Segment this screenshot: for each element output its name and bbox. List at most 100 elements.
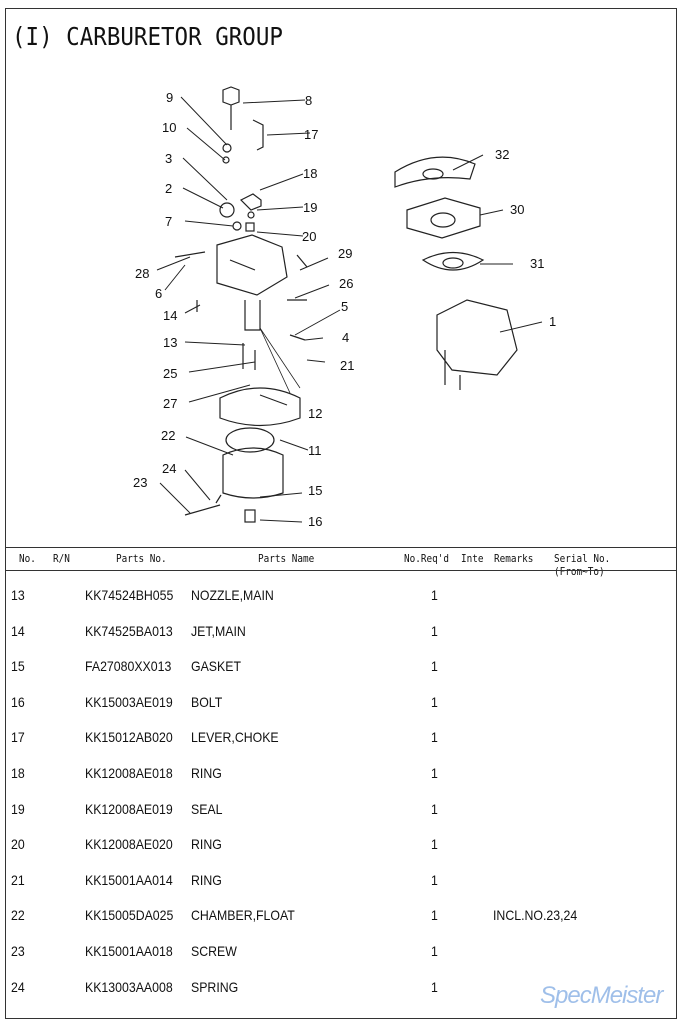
callout-number: 24 — [162, 461, 176, 476]
callout-leaders — [156, 96, 543, 523]
callout-number: 8 — [305, 93, 312, 108]
quantity: 1 — [431, 658, 438, 675]
table-row: 15 FA27080XX013 GASKET 1 — [5, 652, 677, 682]
callout-number: 23 — [133, 475, 147, 490]
callout-number: 2 — [165, 181, 172, 196]
quantity: 1 — [431, 622, 438, 639]
callout-number: 22 — [161, 428, 175, 443]
callout-number: 14 — [163, 308, 177, 323]
callout-number: 32 — [495, 147, 509, 162]
part-number: KK12008AE018 — [85, 765, 173, 781]
callout-numbers: 9 8 10 17 3 18 2 19 7 20 29 28 6 26 14 5… — [133, 90, 556, 529]
part-number: KK15012AB020 — [85, 729, 173, 746]
callout-number: 18 — [303, 166, 317, 181]
table-row: 18 KK12008AE018 RING 1 — [5, 759, 677, 789]
part-number: KK12008AE019 — [85, 800, 173, 817]
part-number: KK15001AA018 — [85, 943, 173, 959]
quantity: 1 — [431, 729, 438, 746]
callout-number: 3 — [165, 151, 172, 166]
quantity: 1 — [431, 800, 438, 817]
part-name: SPRING — [191, 978, 239, 995]
callout-number: 12 — [308, 406, 322, 421]
callout-number: 13 — [163, 335, 177, 350]
part-name: JET,MAIN — [191, 622, 246, 639]
table-row: 14 KK74525BA013 JET,MAIN 1 — [5, 617, 677, 647]
part-number: FA27080XX013 — [85, 658, 172, 675]
part-number-index: 23 — [11, 943, 25, 959]
callout-number: 16 — [308, 514, 322, 529]
header-serial: Serial No.(From~To) — [554, 552, 611, 578]
callout-number: 21 — [340, 358, 354, 373]
table-row: 19 KK12008AE019 SEAL 1 — [5, 795, 677, 825]
callout-number: 17 — [304, 127, 318, 142]
quantity: 1 — [431, 871, 438, 888]
part-number: KK13003AA008 — [85, 978, 173, 995]
part-name: RING — [191, 765, 222, 781]
part-number: KK15001AA014 — [85, 871, 173, 888]
page-title: (I) CARBURETOR GROUP — [12, 22, 283, 51]
part-number: KK12008AE020 — [85, 836, 173, 853]
remarks: INCL.NO.23,24 — [493, 907, 578, 924]
quantity: 1 — [431, 943, 438, 959]
part-name: GASKET — [191, 658, 241, 675]
table-row: 21 KK15001AA014 RING 1 — [5, 866, 677, 896]
part-number-index: 20 — [11, 836, 25, 853]
part-number-index: 21 — [11, 871, 25, 888]
header-inte: Inte — [461, 552, 484, 565]
callout-number: 6 — [155, 286, 162, 301]
part-number-index: 22 — [11, 907, 25, 924]
part-number: KK74524BH055 — [85, 587, 174, 603]
callout-number: 10 — [162, 120, 176, 135]
callout-number: 30 — [510, 202, 524, 217]
watermark-logo: SpecMeister — [540, 982, 663, 1009]
part-name: BOLT — [191, 693, 223, 710]
part-name: NOZZLE,MAIN — [191, 587, 274, 603]
callout-number: 9 — [166, 90, 173, 105]
part-number-index: 17 — [11, 729, 25, 746]
callout-number: 4 — [342, 330, 349, 345]
quantity: 1 — [431, 765, 438, 781]
part-number-index: 15 — [11, 658, 25, 675]
header-parts-no: Parts No. — [116, 552, 167, 565]
callout-number: 7 — [165, 214, 172, 229]
header-no: No. — [19, 552, 36, 565]
part-name: RING — [191, 871, 222, 888]
callout-number: 28 — [135, 266, 149, 281]
callout-number: 19 — [303, 200, 317, 215]
part-name: SCREW — [191, 943, 237, 959]
callout-number: 15 — [308, 483, 322, 498]
carburetor-exploded-drawing — [174, 86, 518, 523]
table-header: No. R/N Parts No. Parts Name No.Req'd In… — [5, 548, 677, 578]
quantity: 1 — [431, 978, 438, 995]
part-number-index: 24 — [11, 978, 25, 995]
header-qty: No.Req'd — [404, 552, 450, 565]
quantity: 1 — [431, 907, 438, 924]
callout-number: 11 — [308, 443, 322, 458]
part-number-index: 18 — [11, 765, 25, 781]
page-frame — [5, 8, 677, 1019]
header-rn: R/N — [53, 552, 70, 565]
exploded-parts-diagram: 9 8 10 17 3 18 2 19 7 20 29 28 6 26 14 5… — [133, 86, 556, 529]
callout-number: 25 — [163, 366, 177, 381]
part-number-index: 14 — [11, 622, 25, 639]
divider — [5, 570, 677, 571]
header-remarks: Remarks — [494, 552, 534, 565]
callout-number: 5 — [341, 299, 348, 314]
part-name: RING — [191, 836, 222, 853]
quantity: 1 — [431, 587, 438, 603]
part-name: CHAMBER,FLOAT — [191, 907, 295, 924]
part-number-index: 19 — [11, 800, 25, 817]
part-number: KK74525BA013 — [85, 622, 173, 639]
part-number-index: 16 — [11, 693, 25, 710]
callout-number: 31 — [530, 256, 544, 271]
callout-number: 29 — [338, 246, 352, 261]
part-number-index: 13 — [11, 587, 25, 603]
callout-number: 27 — [163, 396, 177, 411]
quantity: 1 — [431, 693, 438, 710]
header-parts-name: Parts Name — [258, 552, 315, 565]
part-name: SEAL — [191, 800, 223, 817]
